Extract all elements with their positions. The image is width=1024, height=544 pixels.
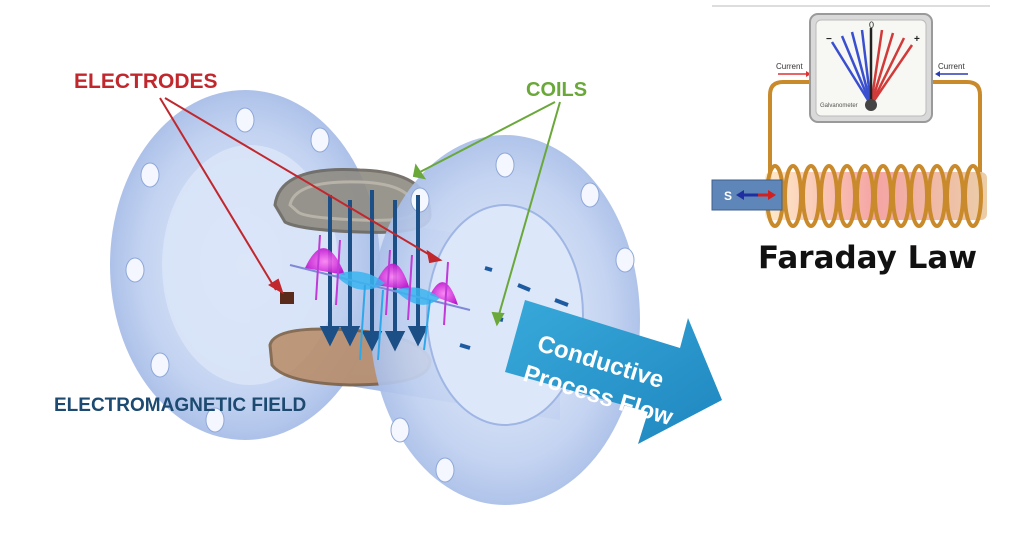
faraday-title: Faraday Law (758, 240, 977, 276)
current-label-right: Current (938, 62, 965, 71)
galvanometer-pivot (865, 99, 877, 111)
electrode-stub (280, 292, 294, 304)
meter-minus-label: − (826, 34, 832, 45)
meter-plus-label: + (914, 34, 920, 45)
flowmeter-figure (110, 90, 722, 505)
galvanometer-label: Galvanometer (820, 103, 858, 109)
coils-label: COILS (526, 79, 587, 102)
meter-zero-label: 0 (869, 20, 874, 30)
faraday-figure (712, 6, 990, 226)
current-label-left: Current (776, 62, 803, 71)
electrodes-label: ELECTRODES (74, 70, 218, 94)
electromagnetic-field-label: ELECTROMAGNETIC FIELD (54, 395, 306, 417)
magnet-pole-label: S (724, 189, 732, 203)
